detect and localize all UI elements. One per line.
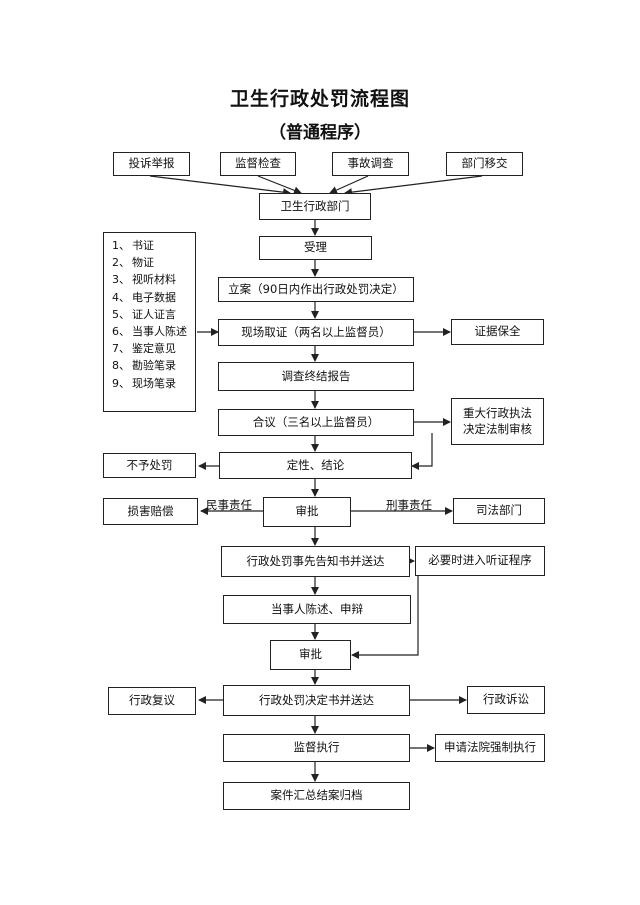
report-box: 调查终结报告 xyxy=(218,362,414,391)
department-box: 卫生行政部门 xyxy=(259,193,371,220)
arrow-transfer-to-dept xyxy=(344,175,483,197)
evidence-preserve-box: 证据保全 xyxy=(451,319,544,345)
list-item: 4、电子数据 xyxy=(112,290,176,304)
litigation-box: 行政诉讼 xyxy=(467,686,545,714)
approval-box: 审批 xyxy=(263,497,351,527)
list-item: 3、视听材料 xyxy=(112,273,176,287)
source-inspection: 监督检查 xyxy=(220,152,296,176)
hearing-box: 必要时进入听证程序 xyxy=(415,546,545,576)
approval2-box: 审批 xyxy=(270,640,351,670)
notice-box: 行政处罚事先告知书并送达 xyxy=(221,546,410,577)
arrow-review-to-determination xyxy=(411,433,433,470)
damages-box: 损害赔偿 xyxy=(103,498,198,525)
page-title: 卫生行政处罚流程图 xyxy=(229,88,410,110)
reconsideration-box: 行政复议 xyxy=(108,687,196,715)
arrow-inspection-to-dept xyxy=(257,175,302,195)
list-item: 9、现场笔录 xyxy=(112,376,176,390)
register-box: 立案（90日内作出行政处罚决定） xyxy=(218,277,414,302)
determination-box: 定性、结论 xyxy=(219,452,412,479)
list-item: 5、证人证言 xyxy=(112,307,176,321)
list-item: 1、书证 xyxy=(112,239,154,252)
list-item: 6、当事人陈述 xyxy=(112,324,187,338)
accept-box: 受理 xyxy=(259,236,372,260)
major-review-box: 重大行政执法决定法制审核 xyxy=(451,398,544,445)
arrow-complaint-to-dept xyxy=(149,175,291,197)
arrow-accident-to-dept xyxy=(329,175,369,194)
court-enforce-box: 申请法院强制执行 xyxy=(435,734,545,762)
judicial-box: 司法部门 xyxy=(453,498,545,524)
list-item: 7、鉴定意见 xyxy=(112,342,176,356)
evidence-types-list: 1、书证 2、物证 3、视听材料 4、电子数据 5、证人证言 6、当事人陈述 7… xyxy=(103,232,196,412)
source-accident: 事故调查 xyxy=(332,152,409,176)
archive-box: 案件汇总结案归档 xyxy=(223,782,410,810)
page-subtitle: （普通程序） xyxy=(269,123,371,143)
discussion-box: 合议（三名以上监督员） xyxy=(218,409,414,436)
list-item: 8、勘验笔录 xyxy=(112,359,176,373)
decision-box: 行政处罚决定书并送达 xyxy=(223,685,410,716)
supervision-box: 监督执行 xyxy=(223,734,410,762)
no-penalty-box: 不予处罚 xyxy=(103,453,196,478)
civil-liability-label: 民事责任 xyxy=(206,498,252,512)
source-complaint: 投诉举报 xyxy=(113,152,190,176)
list-item: 2、物证 xyxy=(112,256,154,270)
statement-box: 当事人陈述、申辩 xyxy=(223,595,411,624)
arrow-hearing-to-approval2 xyxy=(351,576,419,659)
source-transfer: 部门移交 xyxy=(446,152,523,176)
evidence-box: 现场取证（两名以上监督员） xyxy=(218,319,414,346)
criminal-liability-label: 刑事责任 xyxy=(386,498,432,512)
